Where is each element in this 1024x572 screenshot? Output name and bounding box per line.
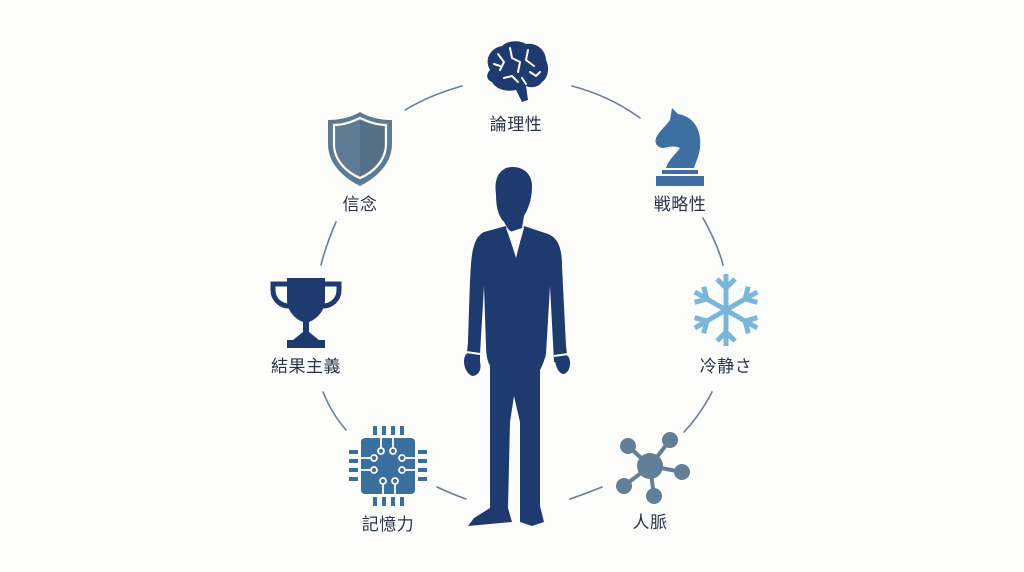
node-memory: 記憶力 (338, 426, 438, 535)
brain-icon (487, 41, 549, 102)
label-calm: 冷静さ (699, 357, 753, 377)
label-network: 人脈 (632, 513, 668, 533)
trophy-icon (270, 278, 342, 348)
businessman-silhouette (464, 166, 571, 526)
label-memory: 記憶力 (361, 515, 415, 535)
microchip-icon (349, 426, 427, 506)
label-strategy: 戦略性 (653, 195, 707, 215)
node-network: 人脈 (600, 428, 700, 533)
label-results: 結果主義 (271, 357, 341, 377)
snowflake-icon (688, 274, 764, 348)
node-logic: 論理性 (466, 40, 566, 135)
node-belief: 信念 (310, 110, 410, 215)
node-strategy: 戦略性 (630, 104, 730, 215)
label-logic: 論理性 (489, 115, 543, 135)
node-calm: 冷静さ (676, 272, 776, 377)
network-nodes-icon (616, 432, 690, 504)
chess-knight-icon (655, 108, 704, 186)
label-belief: 信念 (342, 195, 378, 215)
shield-icon (328, 112, 392, 186)
node-results: 結果主義 (256, 276, 356, 377)
